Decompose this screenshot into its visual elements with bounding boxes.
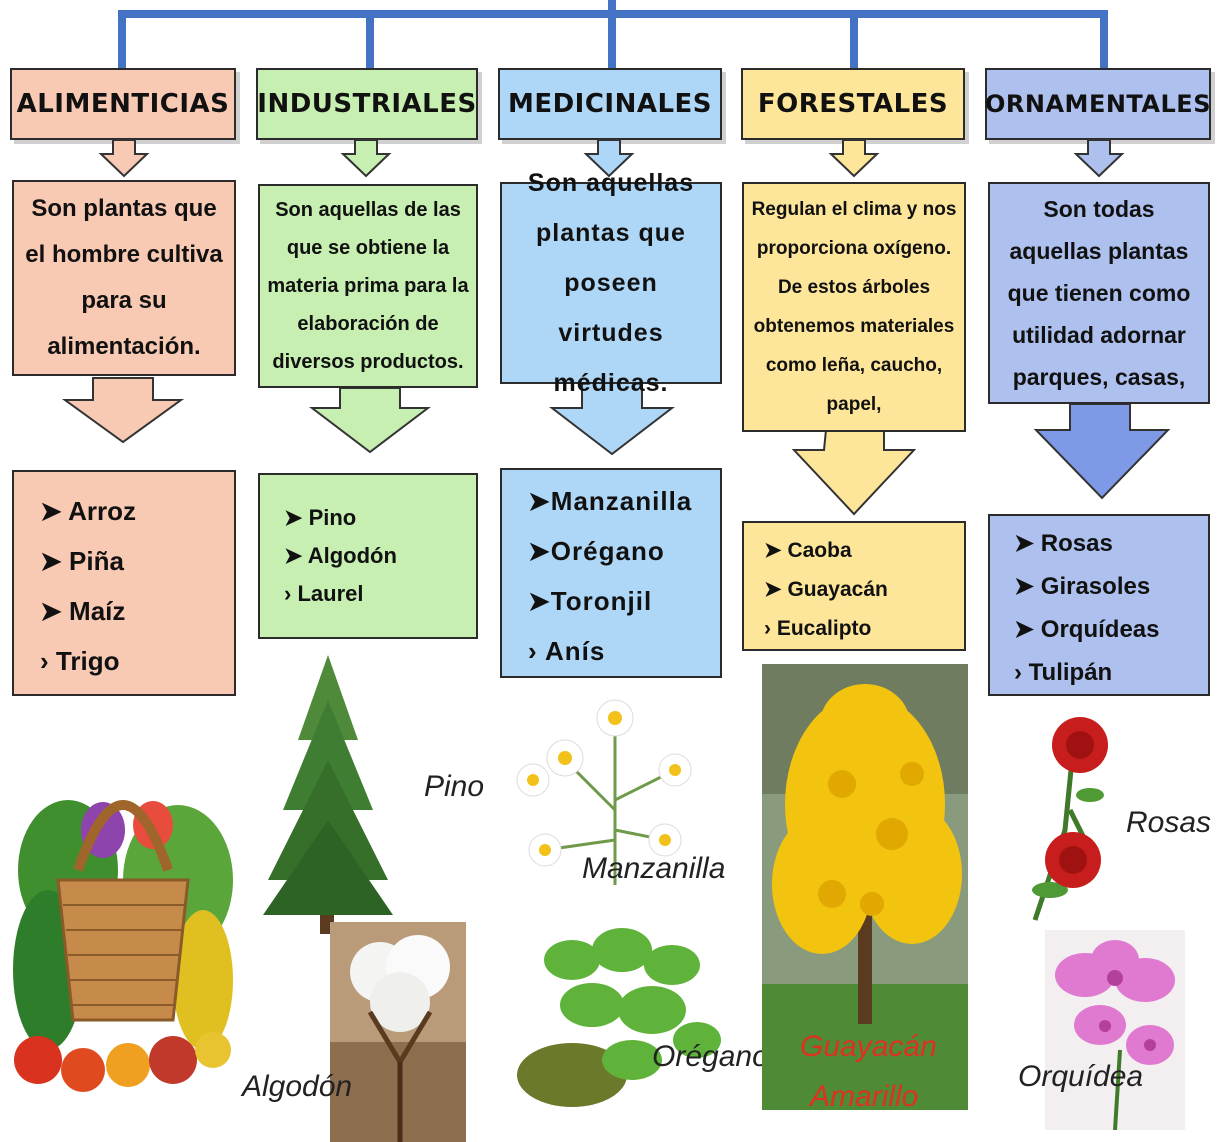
category-ornamentales-examples: ➤ Rosas ➤ Girasoles ➤ Orquídeas › Tulipá… — [988, 514, 1210, 696]
list-item: › Trigo — [40, 646, 120, 676]
category-industriales-description: Son aquellas de las que se obtiene la ma… — [258, 184, 478, 388]
list-item: › Eucalipto — [764, 617, 872, 640]
cotton-image — [330, 922, 466, 1142]
caption-guayacan-line1: Guayacán — [800, 1030, 937, 1063]
list-item: ➤ Pino — [284, 505, 357, 530]
list-item: ➤ Rosas — [1014, 530, 1113, 557]
list-item: ➤ Arroz — [40, 496, 136, 526]
category-forestales-description: Regulan el clima y nos proporciona oxíge… — [742, 182, 966, 432]
category-ornamentales-title: ORNAMENTALES — [985, 68, 1211, 140]
list-item: ➤ Piña — [40, 546, 124, 576]
vegetable-basket-image — [13, 800, 233, 1092]
list-item: › Anís — [528, 636, 606, 666]
category-ornamentales-description: Son todas aquellas plantas que tienen co… — [988, 182, 1210, 404]
category-alimenticias-title: ALIMENTICIAS — [10, 68, 236, 140]
caption-rosas: Rosas — [1126, 806, 1212, 839]
category-medicinales-title: MEDICINALES — [498, 68, 722, 140]
caption-orquidea: Orquídea — [1018, 1060, 1144, 1093]
caption-oregano: Orégano — [652, 1040, 769, 1073]
list-item: ➤Toronjil — [528, 586, 653, 616]
category-alimenticias-examples: ➤ Arroz ➤ Piña ➤ Maíz › Trigo — [12, 470, 236, 696]
list-item: ➤Orégano — [528, 536, 665, 566]
caption-manzanilla: Manzanilla — [582, 852, 726, 885]
list-item: ➤ Maíz — [40, 596, 126, 626]
category-industriales-examples: ➤ Pino ➤ Algodón › Laurel — [258, 473, 478, 639]
guayacan-tree-image — [762, 664, 968, 1110]
chamomile-image — [516, 699, 692, 885]
pine-tree-image — [263, 655, 393, 934]
list-item: ➤ Algodón — [284, 543, 397, 568]
orchid-image — [1045, 930, 1185, 1130]
caption-guayacan-line2: Amarillo — [810, 1080, 919, 1113]
roses-image — [1032, 717, 1108, 921]
category-forestales-title: FORESTALES — [741, 68, 965, 140]
list-item: ➤ Guayacán — [764, 578, 888, 601]
caption-algodon: Algodón — [242, 1070, 353, 1103]
oregano-image — [517, 928, 721, 1107]
list-item: › Tulipán — [1014, 659, 1113, 686]
list-item: ➤Manzanilla — [528, 486, 693, 516]
list-item: ➤ Girasoles — [1014, 573, 1151, 600]
list-item: ➤ Orquídeas — [1014, 616, 1160, 643]
connector-lines — [118, 0, 1108, 68]
caption-pino: Pino — [424, 770, 485, 803]
list-item: › Laurel — [284, 581, 364, 606]
category-medicinales-examples: ➤Manzanilla ➤Orégano ➤Toronjil › Anís — [500, 468, 722, 678]
category-medicinales-description: Son aquellas plantas que poseen virtudes… — [500, 169, 722, 397]
category-forestales-examples: ➤ Caoba ➤ Guayacán › Eucalipto — [742, 521, 966, 651]
category-alimenticias-description: Son plantas que el hombre cultiva para s… — [12, 180, 236, 376]
arrows — [61, 139, 1171, 516]
list-item: ➤ Caoba — [764, 539, 852, 562]
